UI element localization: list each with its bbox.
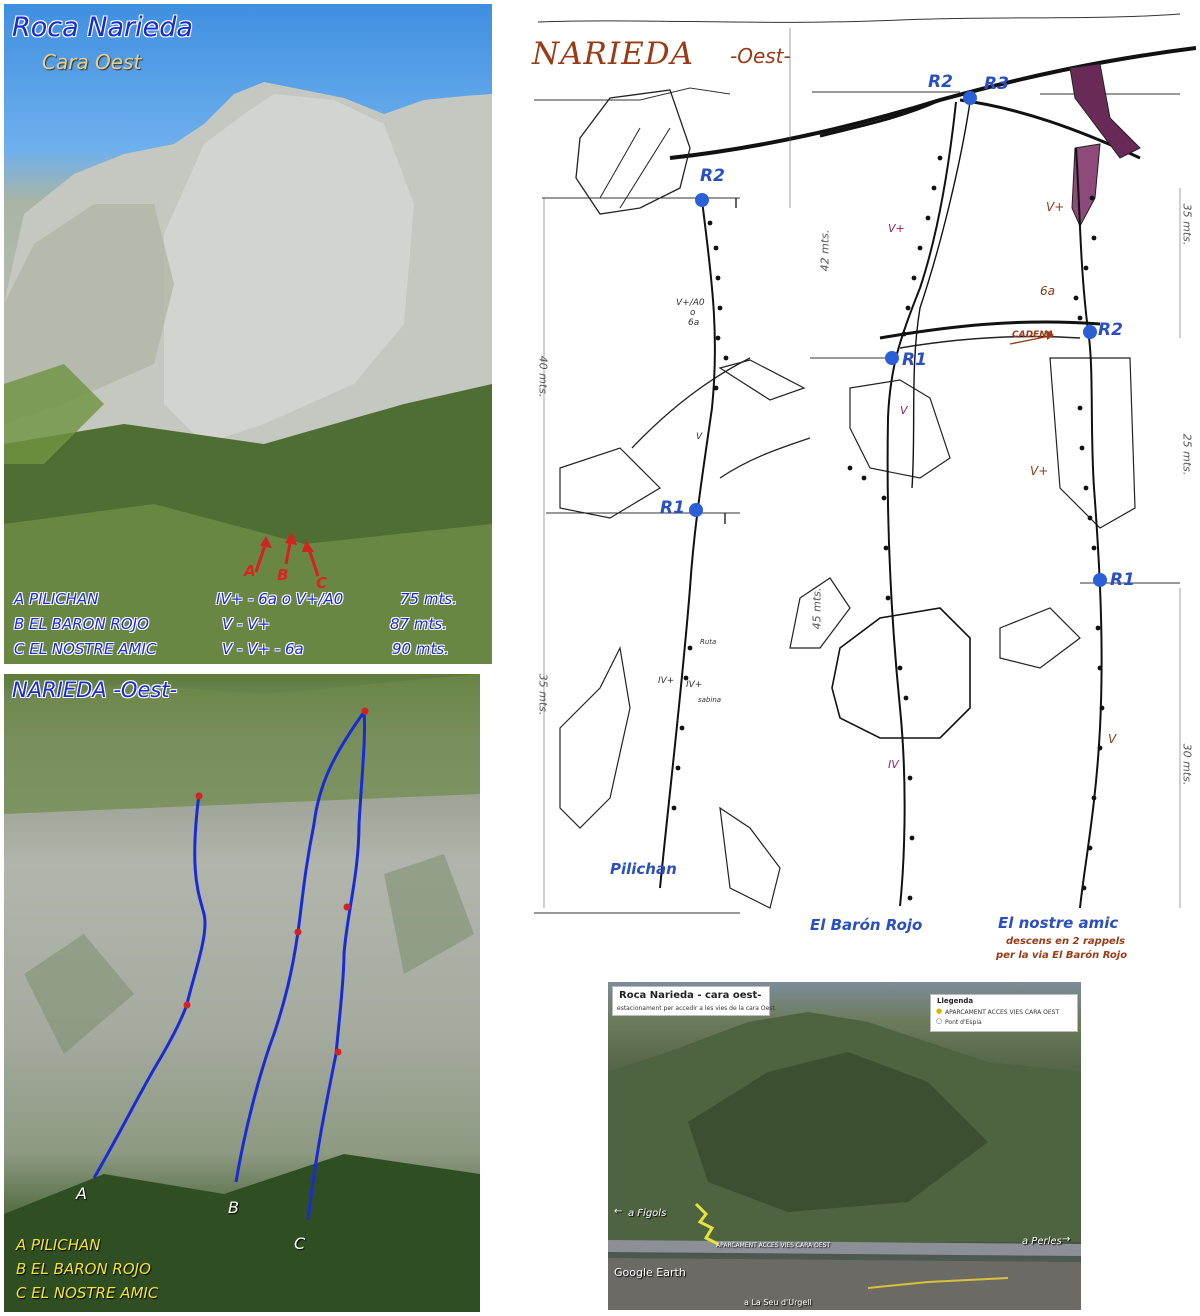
topo-sketch: NARIEDA -Oest- R2 R3 R2 R1 R1 R2 R1 V+/A… xyxy=(520,8,1196,973)
topo-subtitle: -Oest- xyxy=(730,44,791,68)
topo-drawing xyxy=(534,13,1196,914)
line-label-b: B xyxy=(228,1198,239,1217)
grade-pilichan-iv1: IV+ xyxy=(658,676,675,686)
route-row-a-name: A PILICHAN xyxy=(14,590,99,608)
belay-dot xyxy=(361,707,369,715)
cliff-photo-drawing xyxy=(4,82,492,664)
route-row-c-name: C EL NOSTRE AMIC xyxy=(14,640,157,658)
photo-top: Roca Narieda Cara Oest A B C A PILICHAN … xyxy=(4,4,492,664)
legend-b: B EL BARON ROJO xyxy=(16,1260,151,1278)
belay-amic-r1: R1 xyxy=(1110,570,1135,590)
topo-title: NARIEDA xyxy=(532,36,694,72)
belay-amic-r2: R2 xyxy=(1098,320,1123,340)
grade-pilichan-v: V xyxy=(696,432,703,442)
topo-amic-line xyxy=(1075,147,1103,909)
cliff-closeup-drawing xyxy=(4,674,480,1312)
route-name-amic: El nostre amic xyxy=(998,914,1119,932)
marker-b: B xyxy=(277,566,289,584)
photo-bottom-title: NARIEDA -Oest- xyxy=(12,678,178,702)
length-45: 45 mts. xyxy=(810,587,824,630)
route-a-arrow xyxy=(254,541,268,573)
grade-amic-6a: 6a xyxy=(1040,284,1055,298)
map-legend-item-bridge: Pont d'Espia xyxy=(945,1019,982,1026)
legend-c: C EL NOSTRE AMIC xyxy=(16,1284,159,1302)
approach-path xyxy=(694,1202,719,1246)
route-row-c-length: 90 mts. xyxy=(392,640,449,658)
belay-r3-top: R3 xyxy=(984,74,1009,94)
map-brand: Google Earth xyxy=(614,1266,686,1279)
map-subtitle: estacionament per accedir a les vies de … xyxy=(617,1005,777,1012)
descent-note-1: descens en 2 rappels xyxy=(1006,936,1126,947)
route-name-baron: El Barón Rojo xyxy=(810,916,923,934)
route-row-a-grades: IV+ - 6a o V+/A0 xyxy=(216,590,344,608)
route-row-b-length: 87 mts. xyxy=(390,615,447,633)
grade-amic-v3: V xyxy=(1108,732,1117,746)
belay-r2-top: R2 xyxy=(928,72,953,92)
map-arrow-left-label: a Figols xyxy=(628,1208,667,1219)
map-arrow-left-icon: ← xyxy=(614,1206,623,1217)
belay-dot xyxy=(343,903,351,911)
map-title: Roca Narieda - cara oest- xyxy=(619,990,762,1001)
pin-icon: ● xyxy=(936,1007,943,1015)
belay-dot xyxy=(294,928,302,936)
cadena-label: CADENA xyxy=(1012,330,1054,340)
note-pilichan-1: Ruta xyxy=(700,638,717,646)
route-name-pilichan: Pilichan xyxy=(610,860,677,878)
note-pilichan-2: sabina xyxy=(698,696,722,704)
route-row-b-name: B EL BARON ROJO xyxy=(14,615,149,633)
length-25: 25 mts. xyxy=(1180,433,1194,476)
marker-a: A xyxy=(244,562,256,580)
marker-c: C xyxy=(316,574,328,592)
legend-a: A PILICHAN xyxy=(16,1236,101,1254)
belay-pilichan-r1: R1 xyxy=(660,498,685,518)
map-bottom-label: a La Seu d'Urgell xyxy=(744,1298,812,1307)
route-arrows xyxy=(254,532,320,577)
length-40: 40 mts. xyxy=(536,355,550,398)
photo-bottom: NARIEDA -Oest- A B C A PILICHAN B EL BAR… xyxy=(4,674,480,1312)
length-35a: 35 mts. xyxy=(1180,203,1194,246)
belay-dot xyxy=(334,1048,342,1056)
map-parking-label: APARCAMENT ACCES VIES CARA OEST xyxy=(716,1242,831,1249)
pin-icon: ○ xyxy=(936,1017,943,1025)
route-row-a-length: 75 mts. xyxy=(400,590,457,608)
map-legend: Llegenda APARCAMENT ACCES VIES CARA OEST… xyxy=(930,994,1078,1032)
route-row-c-grades: V - V+ - 6a xyxy=(222,640,304,658)
grade-baron-v1: V+ xyxy=(888,222,905,235)
route-row-b-grades: V - V+ xyxy=(222,615,271,633)
grade-baron-iv: IV xyxy=(888,758,899,771)
belay-pilichan-r2: R2 xyxy=(700,166,725,186)
line-label-a: A xyxy=(76,1184,87,1203)
belay-baron-r1: R1 xyxy=(902,350,927,370)
topo-baron-line xyxy=(886,101,957,907)
topo-belay-points xyxy=(689,91,1107,587)
belay-dot xyxy=(195,792,203,800)
grade-amic-v2: V+ xyxy=(1030,464,1049,478)
map-legend-title: Llegenda xyxy=(937,997,974,1005)
belay-dot xyxy=(183,1001,191,1009)
length-35b: 35 mts. xyxy=(536,673,550,716)
grade-pilichan-iv2: IV+ xyxy=(686,680,703,690)
photo-title: Roca Narieda xyxy=(12,12,193,43)
topo-bolts xyxy=(671,155,1105,901)
topo-pilichan-line xyxy=(659,199,716,889)
map-arrow-right-icon: → xyxy=(1062,1234,1071,1245)
map-terrain xyxy=(608,1012,1081,1310)
grade-pilichan-or: o xyxy=(690,308,696,318)
line-label-c: C xyxy=(294,1234,306,1253)
grade-pilichan-upper: V+/A0 xyxy=(676,298,705,308)
route-c-line xyxy=(306,711,367,1221)
photo-subtitle: Cara Oest xyxy=(42,50,142,74)
length-30: 30 mts. xyxy=(1180,743,1194,786)
grade-baron-v2: V xyxy=(900,404,908,417)
map-title-box: Roca Narieda - cara oest- estacionament … xyxy=(612,986,777,1016)
map-arrow-right-label: a Perles xyxy=(1022,1236,1062,1247)
length-42: 42 mts. xyxy=(818,229,832,272)
map-panel: Roca Narieda - cara oest- estacionament … xyxy=(608,982,1081,1310)
grade-amic-v1: V+ xyxy=(1046,200,1065,214)
descent-note-2: per la via El Barón Rojo xyxy=(996,950,1128,961)
grade-pilichan-6a: 6a xyxy=(688,318,700,328)
map-legend-item-parking: APARCAMENT ACCES VIES CARA OEST xyxy=(945,1009,1060,1016)
